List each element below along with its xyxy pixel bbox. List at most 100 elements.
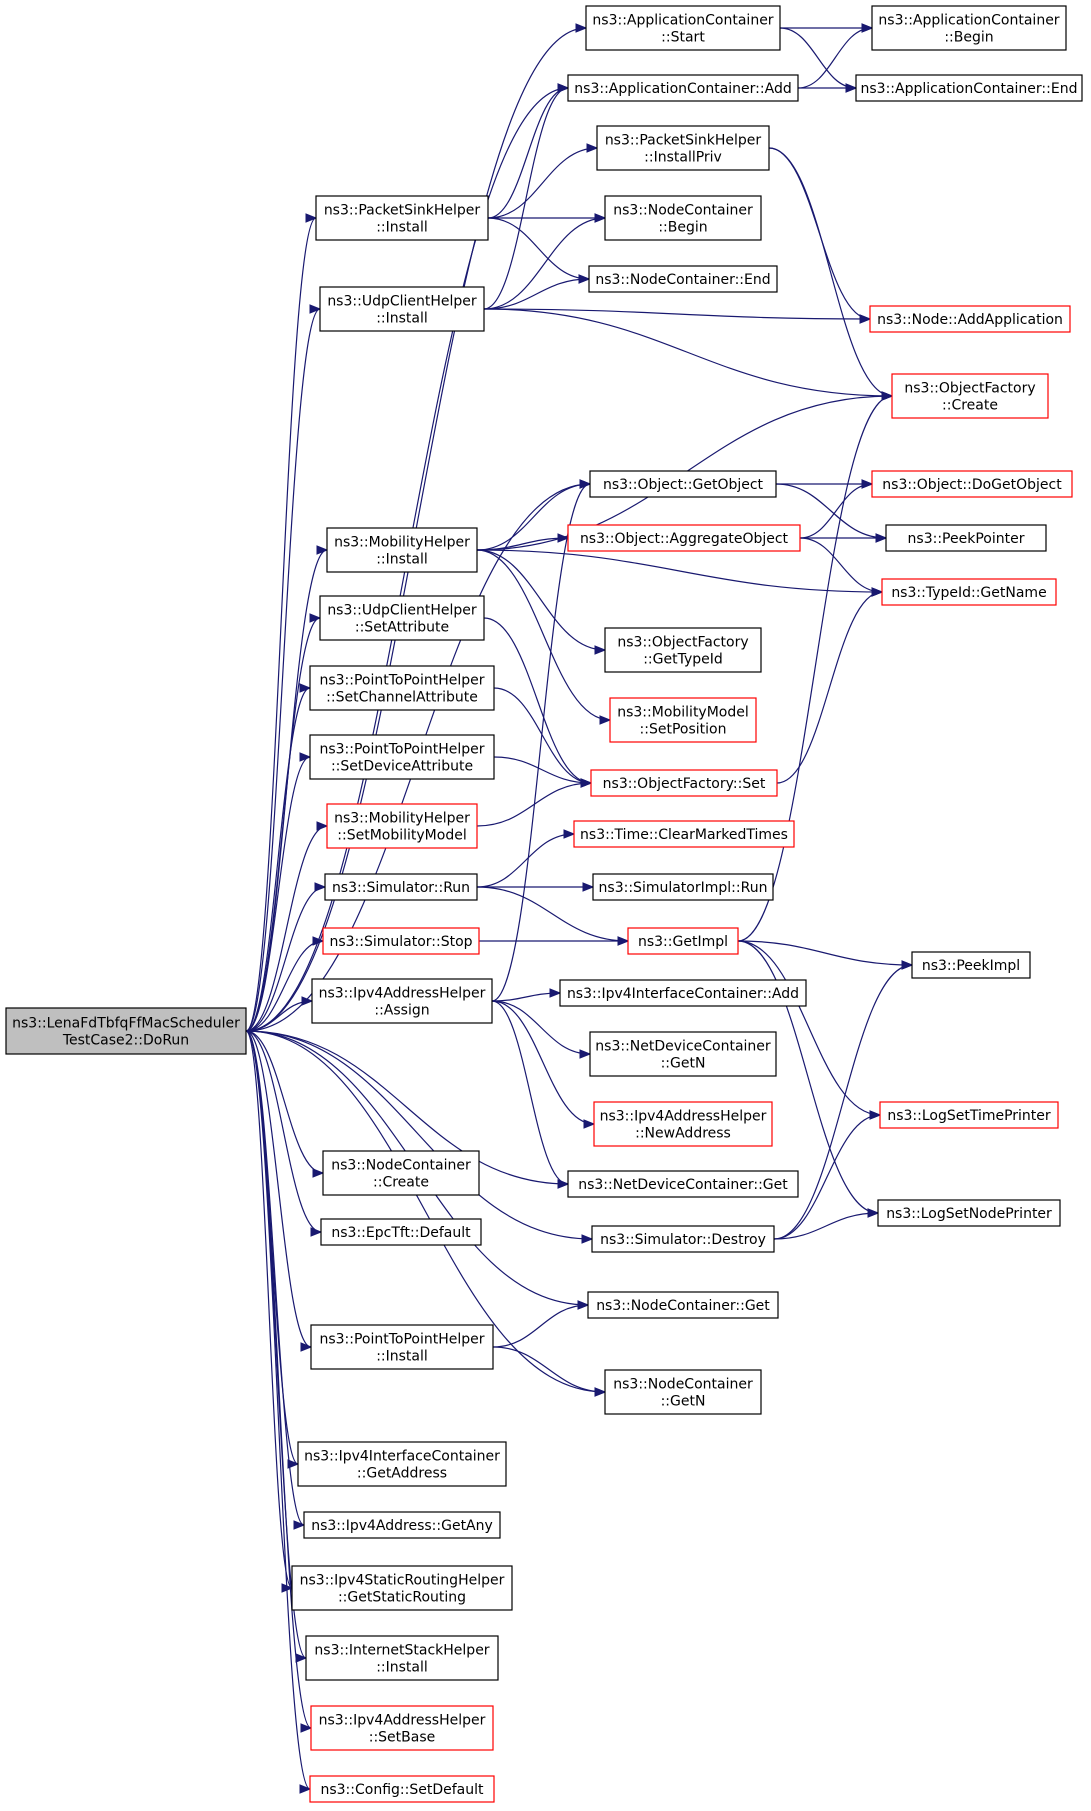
node-p2p-setdevice[interactable]: ns3::PointToPointHelper::SetDeviceAttrib… xyxy=(309,734,495,780)
edge-mh-install-to-of-gettypeid xyxy=(476,549,607,655)
node-app-add[interactable]: ns3::ApplicationContainer::Add xyxy=(567,74,799,102)
node-box xyxy=(309,665,495,711)
node-nc-begin[interactable]: ns3::NodeContainer::Begin xyxy=(604,195,762,241)
edge-p2p-install-to-nc-getn xyxy=(492,1346,607,1397)
node-p2p-install[interactable]: ns3::PointToPointHelper::Install xyxy=(310,1324,494,1370)
node-logsettime[interactable]: ns3::LogSetTimePrinter xyxy=(879,1101,1059,1129)
node-sim-run[interactable]: ns3::Simulator::Run xyxy=(324,873,478,901)
node-label: ns3::PacketSinkHelper xyxy=(605,133,762,149)
node-of-set[interactable]: ns3::ObjectFactory::Set xyxy=(590,769,778,797)
node-nc-create[interactable]: ns3::NodeContainer::Create xyxy=(322,1150,480,1196)
node-box xyxy=(592,873,774,901)
node-box xyxy=(322,1150,480,1196)
node-label: ns3::Ipv4InterfaceContainer::Add xyxy=(567,986,799,1002)
edge-uch-install-to-nc-end xyxy=(483,274,591,310)
node-ipv4ah-newaddr[interactable]: ns3::Ipv4AddressHelper::NewAddress xyxy=(593,1101,773,1147)
node-ipv4ah-setbase[interactable]: ns3::Ipv4AddressHelper::SetBase xyxy=(310,1705,494,1751)
edge-root-to-ipv4addr-getany xyxy=(245,1030,306,1530)
node-sim-stop[interactable]: ns3::Simulator::Stop xyxy=(322,927,480,955)
node-label: ::GetN xyxy=(661,1394,706,1410)
node-box xyxy=(5,1007,247,1055)
node-ipv4ic-getaddr[interactable]: ns3::Ipv4InterfaceContainer::GetAddress xyxy=(297,1441,507,1487)
node-label: TestCase2::DoRun xyxy=(62,1033,189,1049)
node-typeid-getname[interactable]: ns3::TypeId::GetName xyxy=(881,578,1057,606)
node-obj-dogetobject[interactable]: ns3::Object::DoGetObject xyxy=(871,470,1073,498)
node-ndc-get[interactable]: ns3::NetDeviceContainer::Get xyxy=(567,1170,799,1198)
node-mh-install[interactable]: ns3::MobilityHelper::Install xyxy=(326,527,478,573)
node-box xyxy=(567,74,799,102)
node-mh-setmobility[interactable]: ns3::MobilityHelper::SetMobilityModel xyxy=(326,803,478,849)
edge-root-to-p2p-setchannel xyxy=(245,683,312,1032)
node-psh-install[interactable]: ns3::PacketSinkHelper::Install xyxy=(315,195,489,241)
node-obj-aggregate[interactable]: ns3::Object::AggregateObject xyxy=(567,524,801,552)
node-nc-get[interactable]: ns3::NodeContainer::Get xyxy=(587,1291,779,1319)
node-logsetnode[interactable]: ns3::LogSetNodePrinter xyxy=(877,1199,1061,1227)
node-ipv4ah-assign[interactable]: ns3::Ipv4AddressHelper::Assign xyxy=(311,978,493,1024)
node-simimpl-run[interactable]: ns3::SimulatorImpl::Run xyxy=(592,873,774,901)
node-label: ns3::NetDeviceContainer xyxy=(595,1039,771,1055)
node-label: ::Begin xyxy=(944,30,993,46)
node-ish-install[interactable]: ns3::InternetStackHelper::Install xyxy=(305,1635,499,1681)
node-label: ns3::Simulator::Stop xyxy=(329,934,472,950)
node-box xyxy=(303,1511,501,1539)
node-root[interactable]: ns3::LenaFdTbfqFfMacSchedulerTestCase2::… xyxy=(5,1007,247,1055)
node-time-clear[interactable]: ns3::Time::ClearMarkedTimes xyxy=(573,820,795,848)
node-box xyxy=(297,1441,507,1487)
node-box xyxy=(855,74,1083,102)
node-peekimpl[interactable]: ns3::PeekImpl xyxy=(911,951,1031,979)
node-obj-getobject[interactable]: ns3::Object::GetObject xyxy=(589,470,777,498)
node-psh-installpriv[interactable]: ns3::PacketSinkHelper::InstallPriv xyxy=(596,125,770,171)
node-box xyxy=(881,578,1057,606)
edge-root-to-nc-create xyxy=(245,1030,325,1178)
node-label: ns3::Simulator::Run xyxy=(332,880,470,896)
node-label: ::Start xyxy=(661,30,705,46)
node-box xyxy=(587,1291,779,1319)
node-label: ns3::MobilityModel xyxy=(617,705,749,721)
node-box xyxy=(573,820,795,848)
edge-uch-install-to-of-create xyxy=(483,308,894,401)
edge-root-to-sim-destroy xyxy=(245,1030,594,1244)
edge-app-start-to-app-begin xyxy=(780,23,874,33)
node-label: ::SetChannelAttribute xyxy=(326,690,478,706)
node-p2p-setchannel[interactable]: ns3::PointToPointHelper::SetChannelAttri… xyxy=(309,665,495,711)
node-peekpointer[interactable]: ns3::PeekPointer xyxy=(885,524,1047,552)
edge-mh-install-to-typeid-getname xyxy=(476,549,884,597)
node-app-end[interactable]: ns3::ApplicationContainer::End xyxy=(855,74,1083,102)
edge-psh-install-to-nc-end xyxy=(487,217,591,284)
edge-app-add-to-app-begin xyxy=(797,23,874,89)
node-label: ::Install xyxy=(376,220,428,236)
edge-root-to-sim-stop xyxy=(245,936,325,1032)
node-label: ns3::GetImpl xyxy=(638,934,728,950)
node-uch-install[interactable]: ns3::UdpClientHelper::Install xyxy=(319,286,485,332)
node-sim-destroy[interactable]: ns3::Simulator::Destroy xyxy=(591,1225,775,1253)
node-mm-setposition[interactable]: ns3::MobilityModel::SetPosition xyxy=(609,697,757,743)
node-label: ns3::EpcTft::Default xyxy=(331,1225,471,1241)
node-box xyxy=(589,1031,777,1077)
node-nc-getn[interactable]: ns3::NodeContainer::GetN xyxy=(604,1369,762,1415)
edge-getimpl-to-of-create xyxy=(737,391,894,942)
node-config-setdefault[interactable]: ns3::Config::SetDefault xyxy=(309,1775,495,1803)
node-ndc-getn[interactable]: ns3::NetDeviceContainer::GetN xyxy=(589,1031,777,1077)
node-node-addapp[interactable]: ns3::Node::AddApplication xyxy=(869,305,1071,333)
node-ipv4srh-getstatic[interactable]: ns3::Ipv4StaticRoutingHelper::GetStaticR… xyxy=(291,1565,513,1611)
node-box xyxy=(322,927,480,955)
node-app-start[interactable]: ns3::ApplicationContainer::Start xyxy=(585,5,781,51)
node-ipv4addr-getany[interactable]: ns3::Ipv4Address::GetAny xyxy=(303,1511,501,1539)
node-ipv4ic-add[interactable]: ns3::Ipv4InterfaceContainer::Add xyxy=(559,979,807,1007)
node-label: ::Install xyxy=(376,552,428,568)
node-nc-end[interactable]: ns3::NodeContainer::End xyxy=(588,265,778,293)
node-of-gettypeid[interactable]: ns3::ObjectFactory::GetTypeId xyxy=(604,627,762,673)
node-of-create[interactable]: ns3::ObjectFactory::Create xyxy=(891,373,1049,419)
node-epctft-default[interactable]: ns3::EpcTft::Default xyxy=(320,1218,482,1246)
node-getimpl[interactable]: ns3::GetImpl xyxy=(627,927,739,955)
node-label: ::GetStaticRouting xyxy=(338,1590,466,1606)
node-box xyxy=(305,1635,499,1681)
edge-ipv4ah-assign-to-ipv4ah-newaddr xyxy=(491,1000,596,1129)
node-label: ns3::PeekPointer xyxy=(908,531,1025,547)
node-box xyxy=(319,595,485,641)
edge-ipv4ah-assign-to-ipv4ic-add xyxy=(491,988,562,1002)
node-app-begin[interactable]: ns3::ApplicationContainer::Begin xyxy=(871,5,1067,51)
node-box xyxy=(559,979,807,1007)
node-label: ::SetMobilityModel xyxy=(337,828,466,844)
node-uch-setattr[interactable]: ns3::UdpClientHelper::SetAttribute xyxy=(319,595,485,641)
